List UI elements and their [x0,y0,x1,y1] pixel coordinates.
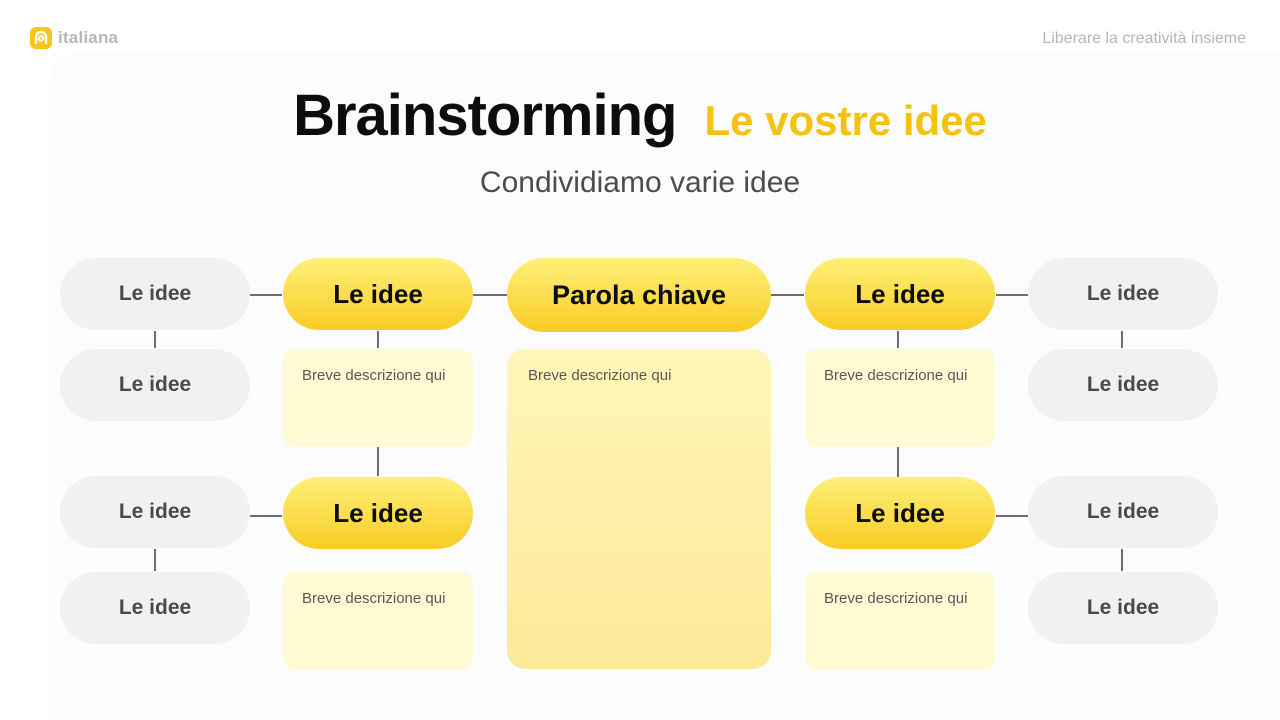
primary-idea-right-bottom[interactable]: Le idee [805,477,995,549]
title-accent: Le vostre idee [704,97,987,144]
secondary-idea-right-2[interactable]: Le idee [1028,349,1218,421]
tagline: Liberare la creatività insieme [1042,30,1246,47]
keyword-description: Breve descrizione qui [507,349,771,669]
connector [1121,549,1123,571]
primary-idea-left-top[interactable]: Le idee [283,258,473,330]
keyword-node[interactable]: Parola chiave [507,258,771,332]
slide-title: Brainstorming Le vostre idee [0,82,1280,149]
secondary-idea-right-4[interactable]: Le idee [1028,572,1218,644]
connector [770,294,804,296]
description-right-bottom: Breve descrizione qui [805,572,995,670]
connector [473,294,507,296]
brand-logo-icon [30,27,52,49]
title-main: Brainstorming [293,83,677,148]
secondary-idea-right-3[interactable]: Le idee [1028,476,1218,548]
secondary-idea-left-4[interactable]: Le idee [60,572,250,644]
primary-idea-right-top[interactable]: Le idee [805,258,995,330]
description-left-bottom: Breve descrizione qui [283,572,473,670]
connector [377,446,379,476]
brand-logo[interactable]: italiana [30,27,118,49]
secondary-idea-left-2[interactable]: Le idee [60,349,250,421]
connector [377,331,379,348]
secondary-idea-right-1[interactable]: Le idee [1028,258,1218,330]
description-left-top: Breve descrizione qui [283,349,473,447]
primary-idea-left-bottom[interactable]: Le idee [283,477,473,549]
description-right-top: Breve descrizione qui [805,349,995,447]
brand-name: italiana [58,28,119,47]
connector [897,331,899,348]
secondary-idea-left-3[interactable]: Le idee [60,476,250,548]
connector [250,294,282,296]
connector [154,331,156,348]
connector [996,515,1028,517]
connector [996,294,1028,296]
secondary-idea-left-1[interactable]: Le idee [60,258,250,330]
connector [154,549,156,571]
connector [1121,331,1123,348]
connector [250,515,282,517]
connector [897,446,899,477]
slide-subtitle: Condividiamo varie idee [479,166,801,199]
